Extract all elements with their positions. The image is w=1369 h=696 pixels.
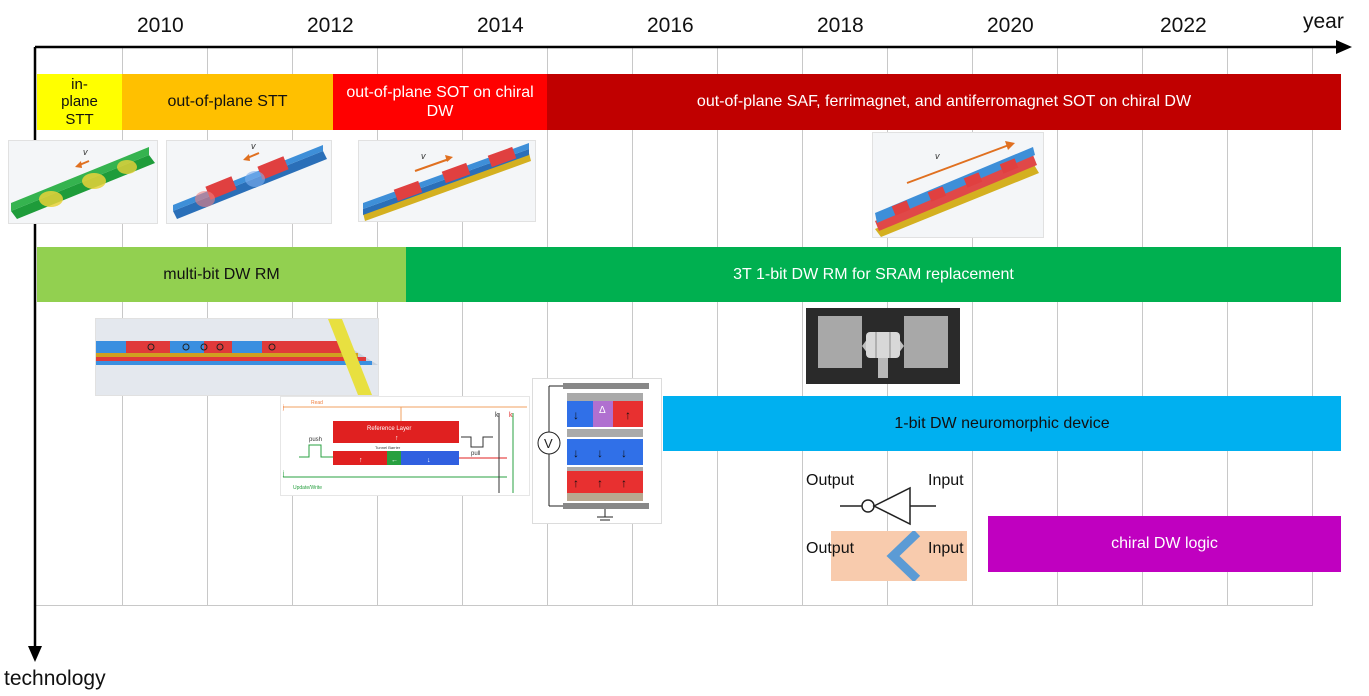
year-tick-2022: 2022 — [1160, 14, 1207, 37]
out-of-plane-sot-racetrack-image: v — [358, 140, 536, 222]
grid-line — [1227, 46, 1228, 606]
svg-text:↓: ↓ — [621, 446, 627, 460]
inverter-output-label: Output — [806, 472, 855, 489]
out-of-plane-stt-racetrack-image: v — [166, 140, 332, 224]
bar-multi-bit-dw-rm: multi-bit DW RM — [37, 247, 406, 302]
tunnel-barrier-label: Tunnel Barrier — [375, 445, 401, 450]
logic-input-label: Input — [928, 540, 964, 557]
svg-text:↑: ↑ — [597, 476, 603, 490]
neuromorphic-circuit-image: Read j Reference Layer ↑ Tunnel Barrier … — [280, 396, 530, 496]
svg-text:↑: ↑ — [621, 476, 627, 490]
bar-chiral-dw-logic: chiral DW logic — [988, 516, 1341, 572]
delta-label: Δ — [599, 405, 606, 416]
year-tick-2018: 2018 — [817, 14, 864, 37]
bar-out-of-plane-stt: out-of-plane STT — [122, 74, 333, 130]
chiral-dw-inverter-image — [831, 529, 967, 583]
j-write-label: j — [282, 471, 284, 477]
y-axis-label: technology — [4, 667, 106, 690]
oop-sot-velocity-label: v — [421, 151, 426, 161]
bar-out-of-plane-sot-label: out-of-plane SOT on chiral DW — [346, 83, 534, 120]
k-label-black: k — [495, 412, 499, 419]
grid-line — [1057, 46, 1058, 606]
in-plane-velocity-label: v — [83, 147, 88, 157]
k-label-red: k — [509, 412, 513, 419]
bar-chiral-dw-logic-label: chiral DW logic — [1111, 535, 1218, 553]
bar-1bit-dw-neuromorphic-label: 1-bit DW neuromorphic device — [894, 414, 1110, 432]
bar-out-of-plane-sot: out-of-plane SOT on chiral DW — [333, 74, 547, 130]
inverter-symbol-icon — [840, 486, 936, 526]
bar-multi-bit-dw-rm-label: multi-bit DW RM — [163, 265, 280, 283]
voltmeter-label: V — [544, 436, 553, 451]
multi-bit-racetrack-image — [95, 318, 379, 396]
svg-text:↑: ↑ — [625, 408, 631, 422]
x-axis-label: year — [1303, 10, 1344, 33]
svg-text:↑: ↑ — [359, 457, 363, 464]
year-tick-2012: 2012 — [307, 14, 354, 37]
grid-line — [717, 46, 718, 606]
push-label: push — [309, 437, 322, 443]
oop-stt-velocity-label: v — [251, 141, 256, 151]
grid-line — [972, 46, 973, 606]
svg-text:←: ← — [391, 457, 398, 464]
bar-3t-1bit-dw-rm: 3T 1-bit DW RM for SRAM replacement — [406, 247, 1341, 302]
grid-line — [1312, 46, 1313, 606]
svg-text:↑: ↑ — [573, 476, 579, 490]
svg-text:↓: ↓ — [597, 446, 603, 460]
sem-device-image — [806, 308, 960, 384]
read-label: Read — [311, 400, 323, 406]
svg-text:↓: ↓ — [427, 457, 431, 464]
saf-racetrack-image: v — [872, 132, 1044, 238]
bar-1bit-dw-neuromorphic: 1-bit DW neuromorphic device — [663, 396, 1341, 451]
year-tick-2014: 2014 — [477, 14, 524, 37]
in-plane-racetrack-image: v — [8, 140, 158, 224]
svg-text:↓: ↓ — [573, 446, 579, 460]
svg-text:↑: ↑ — [395, 435, 399, 442]
pull-label: pull — [471, 451, 480, 457]
grid-line — [802, 46, 803, 606]
grid-line — [1142, 46, 1143, 606]
bar-in-plane-stt: in-plane STT — [37, 74, 122, 130]
update-write-label: Update/Write — [293, 485, 322, 491]
svg-text:↓: ↓ — [573, 408, 579, 422]
bar-3t-1bit-dw-rm-label: 3T 1-bit DW RM for SRAM replacement — [733, 265, 1014, 283]
grid-bottom-line — [36, 605, 1313, 606]
bar-in-plane-stt-label: in-plane STT — [61, 76, 98, 128]
bar-saf-sot-label: out-of-plane SAF, ferrimagnet, and antif… — [696, 93, 1192, 111]
grid-line — [547, 46, 548, 606]
year-tick-2010: 2010 — [137, 14, 184, 37]
bar-out-of-plane-stt-label: out-of-plane STT — [167, 93, 288, 111]
logic-output-label: Output — [806, 540, 855, 557]
saf-velocity-label: v — [935, 151, 940, 161]
reference-layer-label: Reference Layer — [367, 426, 411, 432]
j-read-label: j — [282, 405, 284, 411]
grid-line — [632, 46, 633, 606]
stacked-mtj-device-image: ↓ Δ ↑ ↓ ↓ ↓ ↑ ↑ ↑ V — [532, 378, 662, 524]
year-tick-2020: 2020 — [987, 14, 1034, 37]
year-tick-2016: 2016 — [647, 14, 694, 37]
inverter-input-label: Input — [928, 472, 964, 489]
bar-saf-sot: out-of-plane SAF, ferrimagnet, and antif… — [547, 74, 1341, 130]
grid-line — [462, 46, 463, 606]
